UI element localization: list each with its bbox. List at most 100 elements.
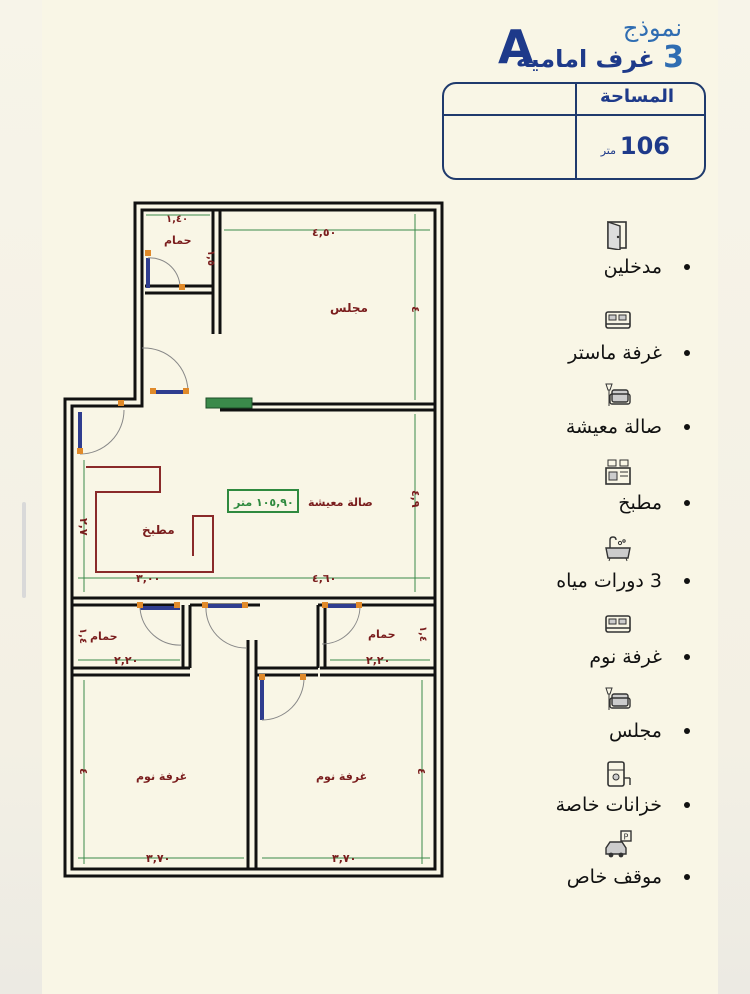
area-unit: متر bbox=[600, 144, 616, 157]
room-label-bath-right: حمام bbox=[368, 628, 396, 641]
dim-bath-left-height: ١,٤ bbox=[77, 628, 88, 644]
plan-doors bbox=[78, 257, 361, 721]
bed-icon bbox=[605, 615, 631, 633]
scrollbar[interactable] bbox=[22, 502, 26, 598]
door-icon bbox=[607, 221, 627, 250]
door-jamb bbox=[356, 602, 362, 608]
dim-kitchen-width: ٣,٠٠ bbox=[136, 572, 160, 585]
area-value: 106 bbox=[619, 132, 670, 160]
dim-majlis-width: ٤,٥٠ bbox=[312, 226, 336, 239]
door-swing bbox=[139, 607, 183, 646]
area-box-divider bbox=[444, 114, 704, 116]
dim-bath-right-width: ٢,٢٠ bbox=[366, 654, 390, 667]
door-jamb bbox=[202, 602, 208, 608]
door-jamb bbox=[259, 674, 265, 680]
feature-label: غرفة ماستر bbox=[568, 342, 662, 364]
dim-bath-top-height: ١,٥ bbox=[205, 250, 216, 266]
room-label-bedroom-right: غرفة نوم bbox=[316, 770, 367, 783]
svg-text:P: P bbox=[624, 833, 629, 842]
feature-label: مجلس bbox=[609, 720, 662, 742]
door-jamb bbox=[322, 602, 328, 608]
bullet bbox=[684, 350, 690, 356]
bullet bbox=[684, 578, 690, 584]
floor-plan: مجلس صالة معيشة ١٠٥,٩٠ متر مطبخ حمام حما… bbox=[63, 201, 444, 878]
bed-icon bbox=[605, 311, 631, 329]
outer-wall bbox=[63, 201, 444, 878]
model-subtitle: 3 غرف امامية bbox=[516, 40, 684, 75]
feature-label: صالة معيشة bbox=[565, 416, 662, 438]
bullet bbox=[684, 264, 690, 270]
living-area-box bbox=[227, 489, 299, 513]
feature-label: مطبخ bbox=[618, 492, 662, 514]
door-jamb bbox=[179, 284, 185, 290]
door-jamb bbox=[183, 388, 189, 394]
model-letter: A bbox=[498, 20, 534, 74]
area-box: المساحة 106 متر bbox=[442, 82, 706, 180]
living-area-value: ١٠٥,٩٠ متر bbox=[233, 496, 294, 509]
feature-label: خزانات خاصة bbox=[555, 794, 662, 816]
model-title: نموذج bbox=[622, 14, 682, 42]
armchair-lamp-icon bbox=[605, 687, 631, 710]
door-swing bbox=[205, 605, 247, 649]
feature-label: مدخلين bbox=[603, 256, 662, 278]
feature-label: 3 دورات مياه bbox=[556, 570, 662, 592]
feature-item: غرفة ماستر bbox=[470, 306, 720, 376]
bullet bbox=[684, 424, 690, 430]
door-jamb bbox=[77, 448, 83, 454]
feature-item: خزانات خاصة bbox=[470, 758, 720, 828]
door-jamb bbox=[137, 602, 143, 608]
door-swing bbox=[321, 605, 361, 645]
door-swing bbox=[141, 347, 189, 393]
car-parking-icon: P bbox=[605, 830, 632, 858]
door-swing bbox=[79, 409, 125, 455]
dim-living-width: ٤,٦٠ bbox=[312, 572, 336, 585]
model-rooms-label: غرف امامية bbox=[515, 45, 655, 73]
area-box-divider bbox=[575, 84, 577, 180]
feature-item: مطبخ bbox=[470, 456, 720, 526]
door-jamb bbox=[174, 602, 180, 608]
dim-kitchen-height: ٢,٧ bbox=[77, 518, 90, 536]
door-jamb bbox=[300, 674, 306, 680]
area-label: المساحة bbox=[600, 86, 674, 107]
room-label-majlis: مجلس bbox=[330, 301, 368, 315]
bullet bbox=[684, 500, 690, 506]
inner-wall bbox=[70, 208, 437, 871]
feature-item: 3 دورات مياه bbox=[470, 534, 720, 604]
dim-bath-right-height: ١,٤ bbox=[417, 626, 428, 642]
feature-label: غرفة نوم bbox=[589, 646, 662, 668]
room-label-bedroom-left: غرفة نوم bbox=[136, 770, 187, 783]
wall-fixture bbox=[205, 397, 253, 409]
bullet bbox=[684, 874, 690, 880]
room-label-bath-top: حمام bbox=[164, 234, 192, 247]
bullet bbox=[684, 654, 690, 660]
door-jambs bbox=[77, 250, 362, 680]
model-room-count: 3 bbox=[663, 40, 684, 75]
dim-bath-top-width: ١,٤٠ bbox=[166, 214, 188, 225]
room-label-living: صالة معيشة bbox=[308, 496, 373, 509]
dim-bedroom-left-width: ٣,٧٠ bbox=[146, 852, 170, 865]
dim-living-height: ٤,٩ bbox=[409, 490, 422, 508]
bathtub-icon bbox=[605, 536, 631, 562]
kitchen-counter bbox=[86, 466, 214, 573]
dim-bath-left-width: ٢,٢٠ bbox=[114, 654, 138, 667]
bullet bbox=[684, 802, 690, 808]
dim-bedroom-right-height: ٤ bbox=[415, 768, 428, 775]
dimension-lines bbox=[78, 214, 430, 864]
brochure-card bbox=[42, 0, 718, 994]
door-jamb bbox=[145, 250, 151, 256]
door-swing bbox=[261, 677, 305, 721]
room-label-bath-left: حمام bbox=[90, 630, 118, 643]
door-jamb bbox=[118, 400, 124, 406]
kitchen-icon bbox=[605, 459, 631, 485]
feature-item: مدخلين bbox=[470, 220, 720, 290]
dim-bedroom-right-width: ٣,٧٠ bbox=[332, 852, 356, 865]
dim-majlis-height: ٤ bbox=[409, 306, 422, 313]
feature-item: غرفة نوم bbox=[470, 610, 720, 680]
armchair-lamp-icon bbox=[605, 383, 631, 406]
feature-item: مجلس bbox=[470, 684, 720, 754]
door-jamb bbox=[150, 388, 156, 394]
feature-item: P موقف خاص bbox=[470, 830, 720, 900]
door-jamb bbox=[242, 602, 248, 608]
feature-item: صالة معيشة bbox=[470, 380, 720, 450]
feature-label: موقف خاص bbox=[566, 866, 662, 888]
